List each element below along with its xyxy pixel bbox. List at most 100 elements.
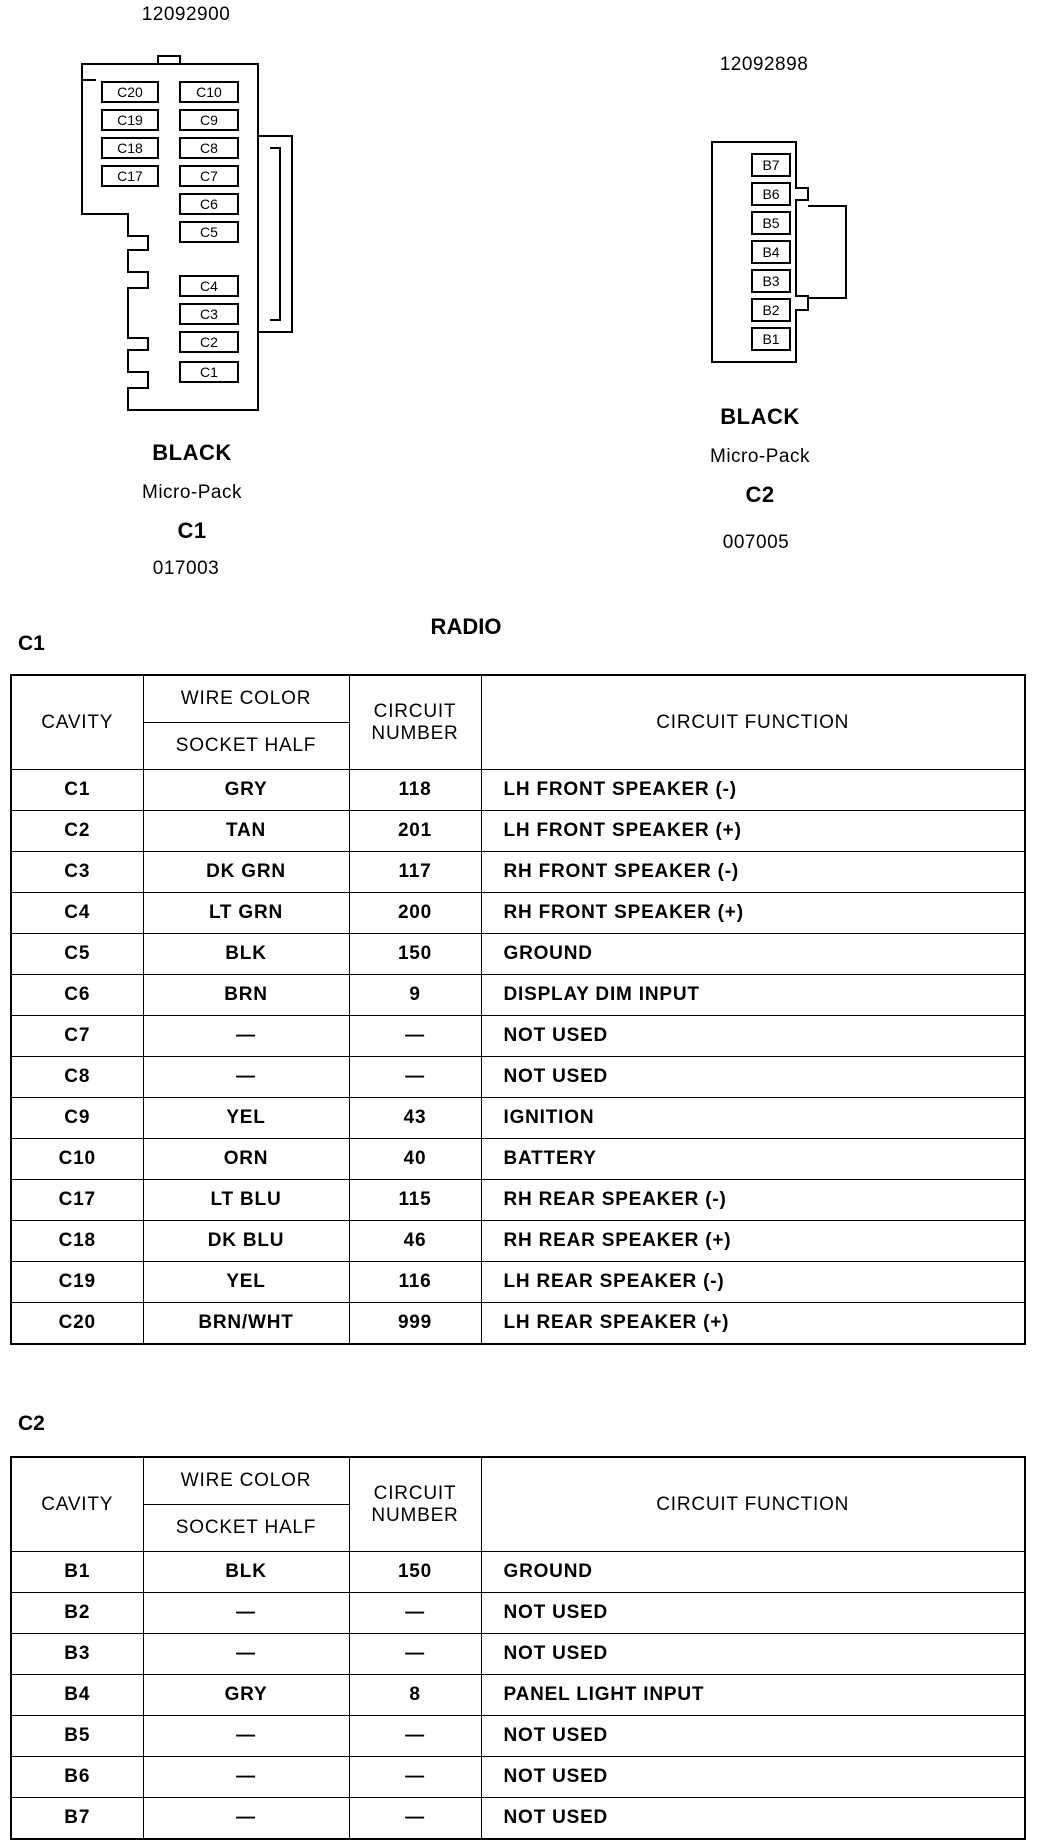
cavity-c20: C20 [101,81,159,103]
wire-color-cell: LT BLU [142,1179,350,1221]
circuit-function-cell: NOT USED [480,1633,1026,1675]
cavity-c3-box [179,303,239,325]
cavity-cell: C6 [10,974,144,1016]
circuit-number-cell: — [348,1015,482,1057]
header-circuit-number-line2: NUMBER [371,722,459,744]
circuit-function-cell: NOT USED [480,1015,1026,1057]
cavity-c7-box [179,165,239,187]
cavity-c19-box [101,109,159,131]
cavity-c10: C10 [179,81,239,103]
cavity-b7-box [751,153,791,177]
cavity-cell: C1 [10,769,144,811]
cavity-c19-label: C19 [117,112,143,128]
cavity-c3-label: C3 [200,306,218,322]
cavity-c7: C7 [179,165,239,187]
cavity-c7-label: C7 [200,168,218,184]
cavity-b2-box [751,298,791,322]
circuit-number-cell: 116 [348,1261,482,1303]
cavity-b5-label: B5 [762,215,779,231]
table-row: C7——NOT USED [10,1015,1026,1057]
cavity-c6-label: C6 [200,196,218,212]
cavity-b5: B5 [751,211,791,235]
c2-type-label: Micro-Pack [709,446,811,467]
cavity-cell: B4 [10,1674,144,1716]
header-circuit-number-line1: CIRCUIT [373,700,457,722]
header-circuit-function: CIRCUIT FUNCTION [480,674,1026,770]
cavity-b6: B6 [751,182,791,206]
header-cavity: CAVITY [10,674,144,770]
table-row: B5——NOT USED [10,1715,1026,1757]
wire-color-cell: — [142,1633,350,1675]
cavity-b4-box [751,240,791,264]
c1-connector-name: C1 [177,518,207,543]
header-circuit-number-line2: NUMBER [371,1504,459,1526]
cavity-c6: C6 [179,193,239,215]
cavity-c2: C2 [179,331,239,353]
circuit-function-cell: LH REAR SPEAKER (-) [480,1261,1026,1303]
wire-color-cell: LT GRN [142,892,350,934]
wire-color-cell: YEL [142,1261,350,1303]
cavity-cell: B1 [10,1551,144,1593]
cavity-c2-box [179,331,239,353]
wire-color-cell: — [142,1015,350,1057]
circuit-number-cell: — [348,1756,482,1798]
cavity-c1-label: C1 [200,364,218,380]
cavity-b5-box [751,211,791,235]
cavity-b1-label: B1 [762,331,779,347]
circuit-number-cell: 46 [348,1220,482,1262]
circuit-function-cell: BATTERY [480,1138,1026,1180]
cavity-b7: B7 [751,153,791,177]
header-circuit-number: CIRCUIT NUMBER [348,1456,482,1552]
cavity-c4: C4 [179,275,239,297]
cavity-b1-box [751,327,791,351]
cavity-c5: C5 [179,221,239,243]
header-circuit-number: CIRCUIT NUMBER [348,674,482,770]
cavity-c8: C8 [179,137,239,159]
circuit-function-cell: NOT USED [480,1756,1026,1798]
cavity-b2: B2 [751,298,791,322]
cavity-c18-label: C18 [117,140,143,156]
cavity-c4-label: C4 [200,278,218,294]
cavity-b6-label: B6 [762,186,779,202]
cavity-cell: B5 [10,1715,144,1757]
circuit-function-cell: IGNITION [480,1097,1026,1139]
table-c2-label: C2 [18,1412,45,1435]
circuit-number-cell: 8 [348,1674,482,1716]
cavity-c17-label: C17 [117,168,143,184]
cavity-b6-box [751,182,791,206]
cavity-b7-label: B7 [762,157,779,173]
cavity-c5-label: C5 [200,224,218,240]
cavity-cell: C4 [10,892,144,934]
circuit-function-cell: GROUND [480,933,1026,975]
circuit-number-cell: 150 [348,933,482,975]
wire-color-cell: — [142,1056,350,1098]
wire-color-cell: BRN [142,974,350,1016]
header-wire-color: WIRE COLOR [142,674,350,723]
header-socket-half: SOCKET HALF [142,722,350,770]
circuit-number-cell: 118 [348,769,482,811]
circuit-number-cell: 9 [348,974,482,1016]
circuit-number-cell: — [348,1592,482,1634]
cavity-b3: B3 [751,269,791,293]
cavity-cell: B2 [10,1592,144,1634]
circuit-function-cell: RH FRONT SPEAKER (+) [480,892,1026,934]
c2-part-number: 12092898 [719,54,809,75]
table-c2: CAVITY WIRE COLOR CIRCUIT NUMBER CIRCUIT… [10,1456,1026,1840]
cavity-cell: C3 [10,851,144,893]
cavity-b3-label: B3 [762,273,779,289]
table-c1: CAVITY WIRE COLOR CIRCUIT NUMBER CIRCUIT… [10,674,1026,1345]
cavity-cell: B6 [10,1756,144,1798]
table-row: B3——NOT USED [10,1633,1026,1675]
cavity-cell: C17 [10,1179,144,1221]
cavity-cell: C20 [10,1302,144,1345]
circuit-function-cell: LH FRONT SPEAKER (+) [480,810,1026,852]
